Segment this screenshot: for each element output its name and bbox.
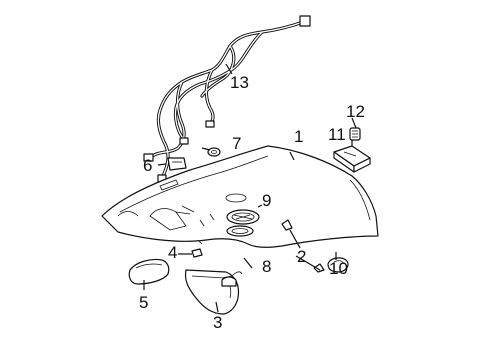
- bracket: [167, 157, 187, 171]
- harness-connector: [299, 15, 311, 27]
- callout-labels: 1 2 3 4 5 6 7 8 9 10 11 12 13: [139, 73, 365, 332]
- harness-connector: [205, 120, 215, 128]
- callout-11: 11: [328, 125, 346, 144]
- callout-5: 5: [139, 293, 148, 312]
- wiring-harness: [143, 15, 311, 183]
- callout-4: 4: [168, 243, 177, 262]
- grommet: [207, 147, 221, 157]
- callout-12: 12: [346, 102, 365, 121]
- switch: [349, 127, 361, 141]
- sunshade: [184, 269, 243, 315]
- switch-housing: [333, 145, 371, 173]
- callout-6: 6: [143, 156, 152, 175]
- sunshade-passenger: [128, 258, 170, 285]
- callout-2: 2: [297, 247, 306, 266]
- harness-connector: [179, 137, 189, 145]
- retainer: [281, 219, 325, 273]
- clip: [191, 248, 203, 258]
- harness-connector: [143, 153, 154, 162]
- headliner: [101, 145, 379, 248]
- callout-10: 10: [329, 259, 348, 278]
- callout-8: 8: [262, 257, 271, 276]
- callout-13: 13: [230, 73, 249, 92]
- callout-9: 9: [262, 191, 271, 210]
- callout-7: 7: [232, 134, 241, 153]
- lamp-lens: [226, 225, 254, 237]
- leader-lines: [143, 63, 357, 313]
- callout-1: 1: [294, 127, 303, 146]
- dome-lamp: [226, 209, 260, 225]
- callout-3: 3: [213, 313, 222, 332]
